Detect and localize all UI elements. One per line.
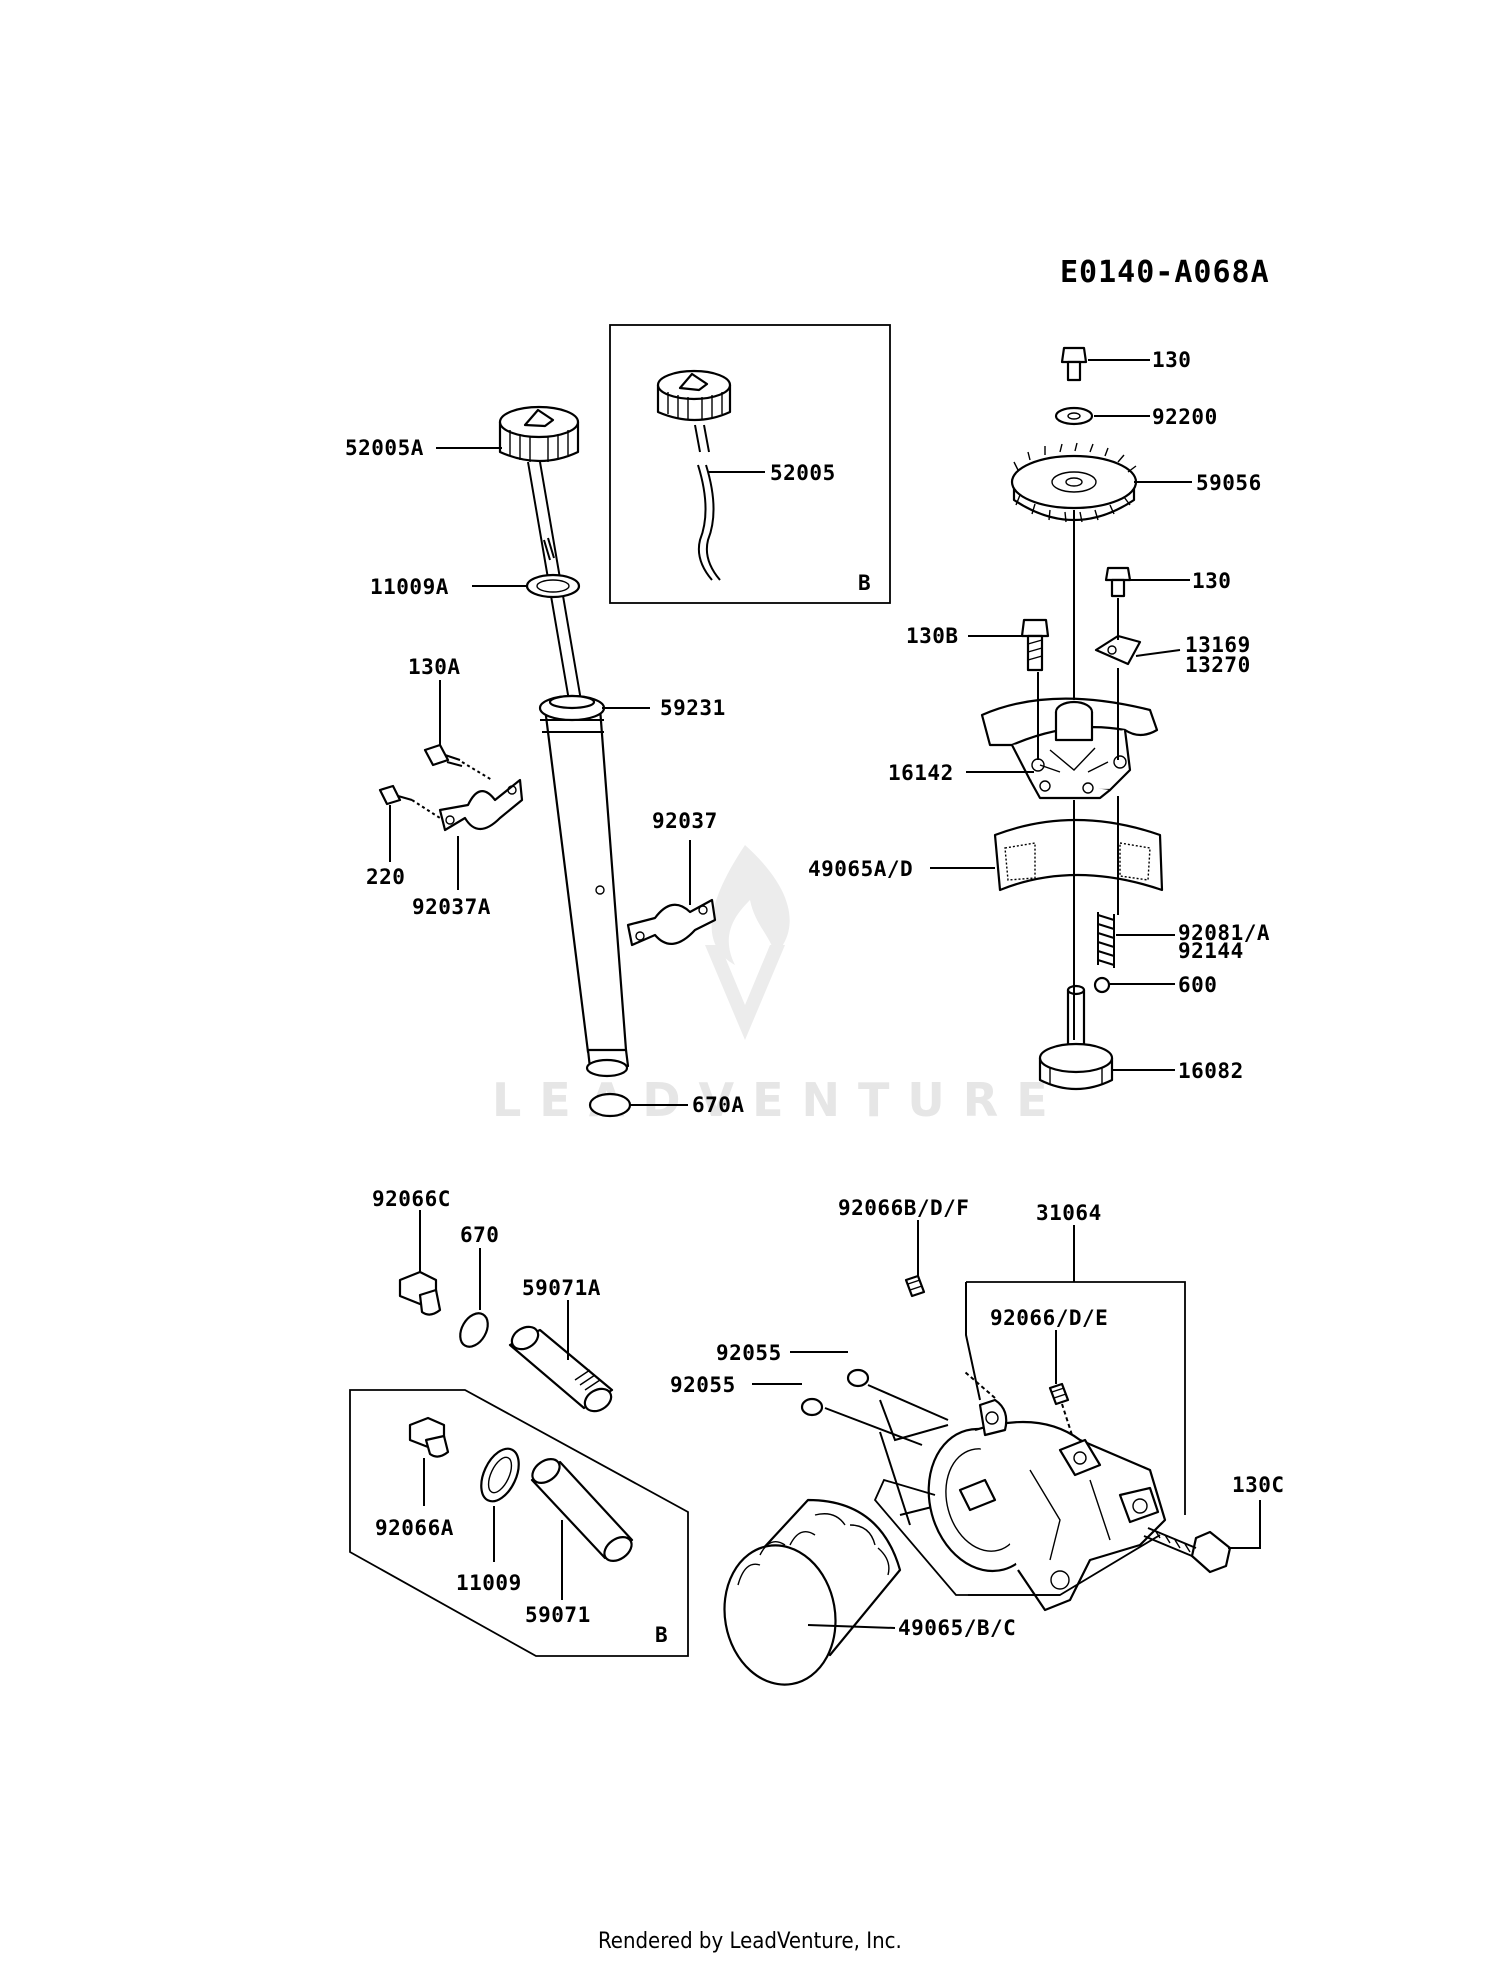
label-31064: 31064	[1036, 1201, 1102, 1225]
gear-59056	[1010, 442, 1138, 523]
label-92066DE: 92066/D/E	[990, 1306, 1108, 1330]
label-16082: 16082	[1178, 1059, 1244, 1083]
label-B-top: B	[858, 571, 871, 595]
spring-92081	[1097, 912, 1115, 968]
bolt-130B	[1020, 618, 1050, 672]
diagram-code: E0140-A068A	[1060, 255, 1270, 290]
detail-box-b-top: B	[609, 324, 891, 604]
label-130A: 130A	[408, 655, 461, 679]
label-13169: 13169	[1185, 633, 1251, 657]
alt-dipstick-cap	[656, 369, 732, 422]
label-92066C: 92066C	[372, 1187, 451, 1211]
set-screw-92066BDF	[904, 1274, 926, 1298]
pipe-59071	[530, 1458, 634, 1562]
label-59071A: 59071A	[522, 1276, 601, 1300]
rotor-16082	[1038, 984, 1114, 1090]
dipstick-assembly	[378, 405, 717, 1118]
leadventure-watermark: LEADVENTURE	[492, 845, 1066, 1127]
label-670A: 670A	[692, 1093, 745, 1117]
label-92066BDF: 92066B/D/F	[838, 1196, 969, 1220]
label-92081A: 92081/A	[1178, 921, 1270, 945]
label-49065AD: 49065A/D	[808, 857, 913, 881]
label-92066A: 92066A	[375, 1516, 454, 1540]
clamp-92037	[626, 898, 717, 947]
bolt-130-top	[1060, 346, 1088, 382]
label-220: 220	[366, 865, 405, 889]
label-92200: 92200	[1152, 405, 1218, 429]
label-92055-b: 92055	[670, 1373, 736, 1397]
label-59071: 59071	[525, 1603, 591, 1627]
oil-filter-49065	[723, 1498, 902, 1686]
clamp-92037A	[438, 778, 524, 832]
label-16142: 16142	[888, 761, 954, 785]
label-59056: 59056	[1196, 471, 1262, 495]
drain-plug-92066C	[398, 1270, 442, 1316]
label-11009: 11009	[456, 1571, 522, 1595]
bolt-130C	[1143, 1527, 1232, 1574]
label-92037A: 92037A	[412, 895, 491, 919]
drain-plug-group	[398, 1210, 614, 1413]
label-600: 600	[1178, 973, 1217, 997]
oil-screen	[993, 818, 1164, 892]
label-59231: 59231	[660, 696, 726, 720]
label-49065BC: 49065/B/C	[898, 1616, 1016, 1640]
label-13270: 13270	[1185, 653, 1251, 677]
label-130C: 130C	[1232, 1473, 1285, 1497]
oil-pump-assembly	[930, 346, 1192, 1090]
pipe-59071A	[508, 1325, 614, 1413]
oil-filter-assembly	[723, 1220, 1261, 1686]
drain-plug-92066A	[408, 1416, 450, 1458]
dipstick-tube	[538, 694, 630, 1078]
flame-logo-icon	[705, 845, 790, 1040]
pump-cover-16142	[980, 697, 1159, 800]
part-labels: 52005A 52005 11009A 130A 59231 92037 220…	[345, 348, 1285, 1640]
label-52005: 52005	[770, 461, 836, 485]
detail-box-b-bottom: B	[349, 1389, 689, 1657]
bolt-130-right	[1104, 566, 1132, 598]
set-screw-92066DE	[1048, 1382, 1070, 1406]
label-130B: 130B	[906, 624, 959, 648]
bolt-220	[378, 784, 441, 819]
label-670: 670	[460, 1223, 499, 1247]
label-B-bottom: B	[655, 1623, 668, 1647]
label-92037: 92037	[652, 809, 718, 833]
watermark-text: LEADVENTURE	[492, 1073, 1066, 1127]
label-92055-a: 92055	[716, 1341, 782, 1365]
footer-credit: Rendered by LeadVenture, Inc.	[598, 1929, 902, 1954]
bolt-130A	[423, 743, 493, 781]
label-130-top: 130	[1152, 348, 1191, 372]
filter-housing-31064	[927, 1398, 1167, 1612]
dipstick-cap	[498, 405, 580, 463]
label-92144: 92144	[1178, 939, 1244, 963]
label-130-right: 130	[1192, 569, 1231, 593]
label-52005A: 52005A	[345, 436, 424, 460]
label-11009A: 11009A	[370, 575, 449, 599]
